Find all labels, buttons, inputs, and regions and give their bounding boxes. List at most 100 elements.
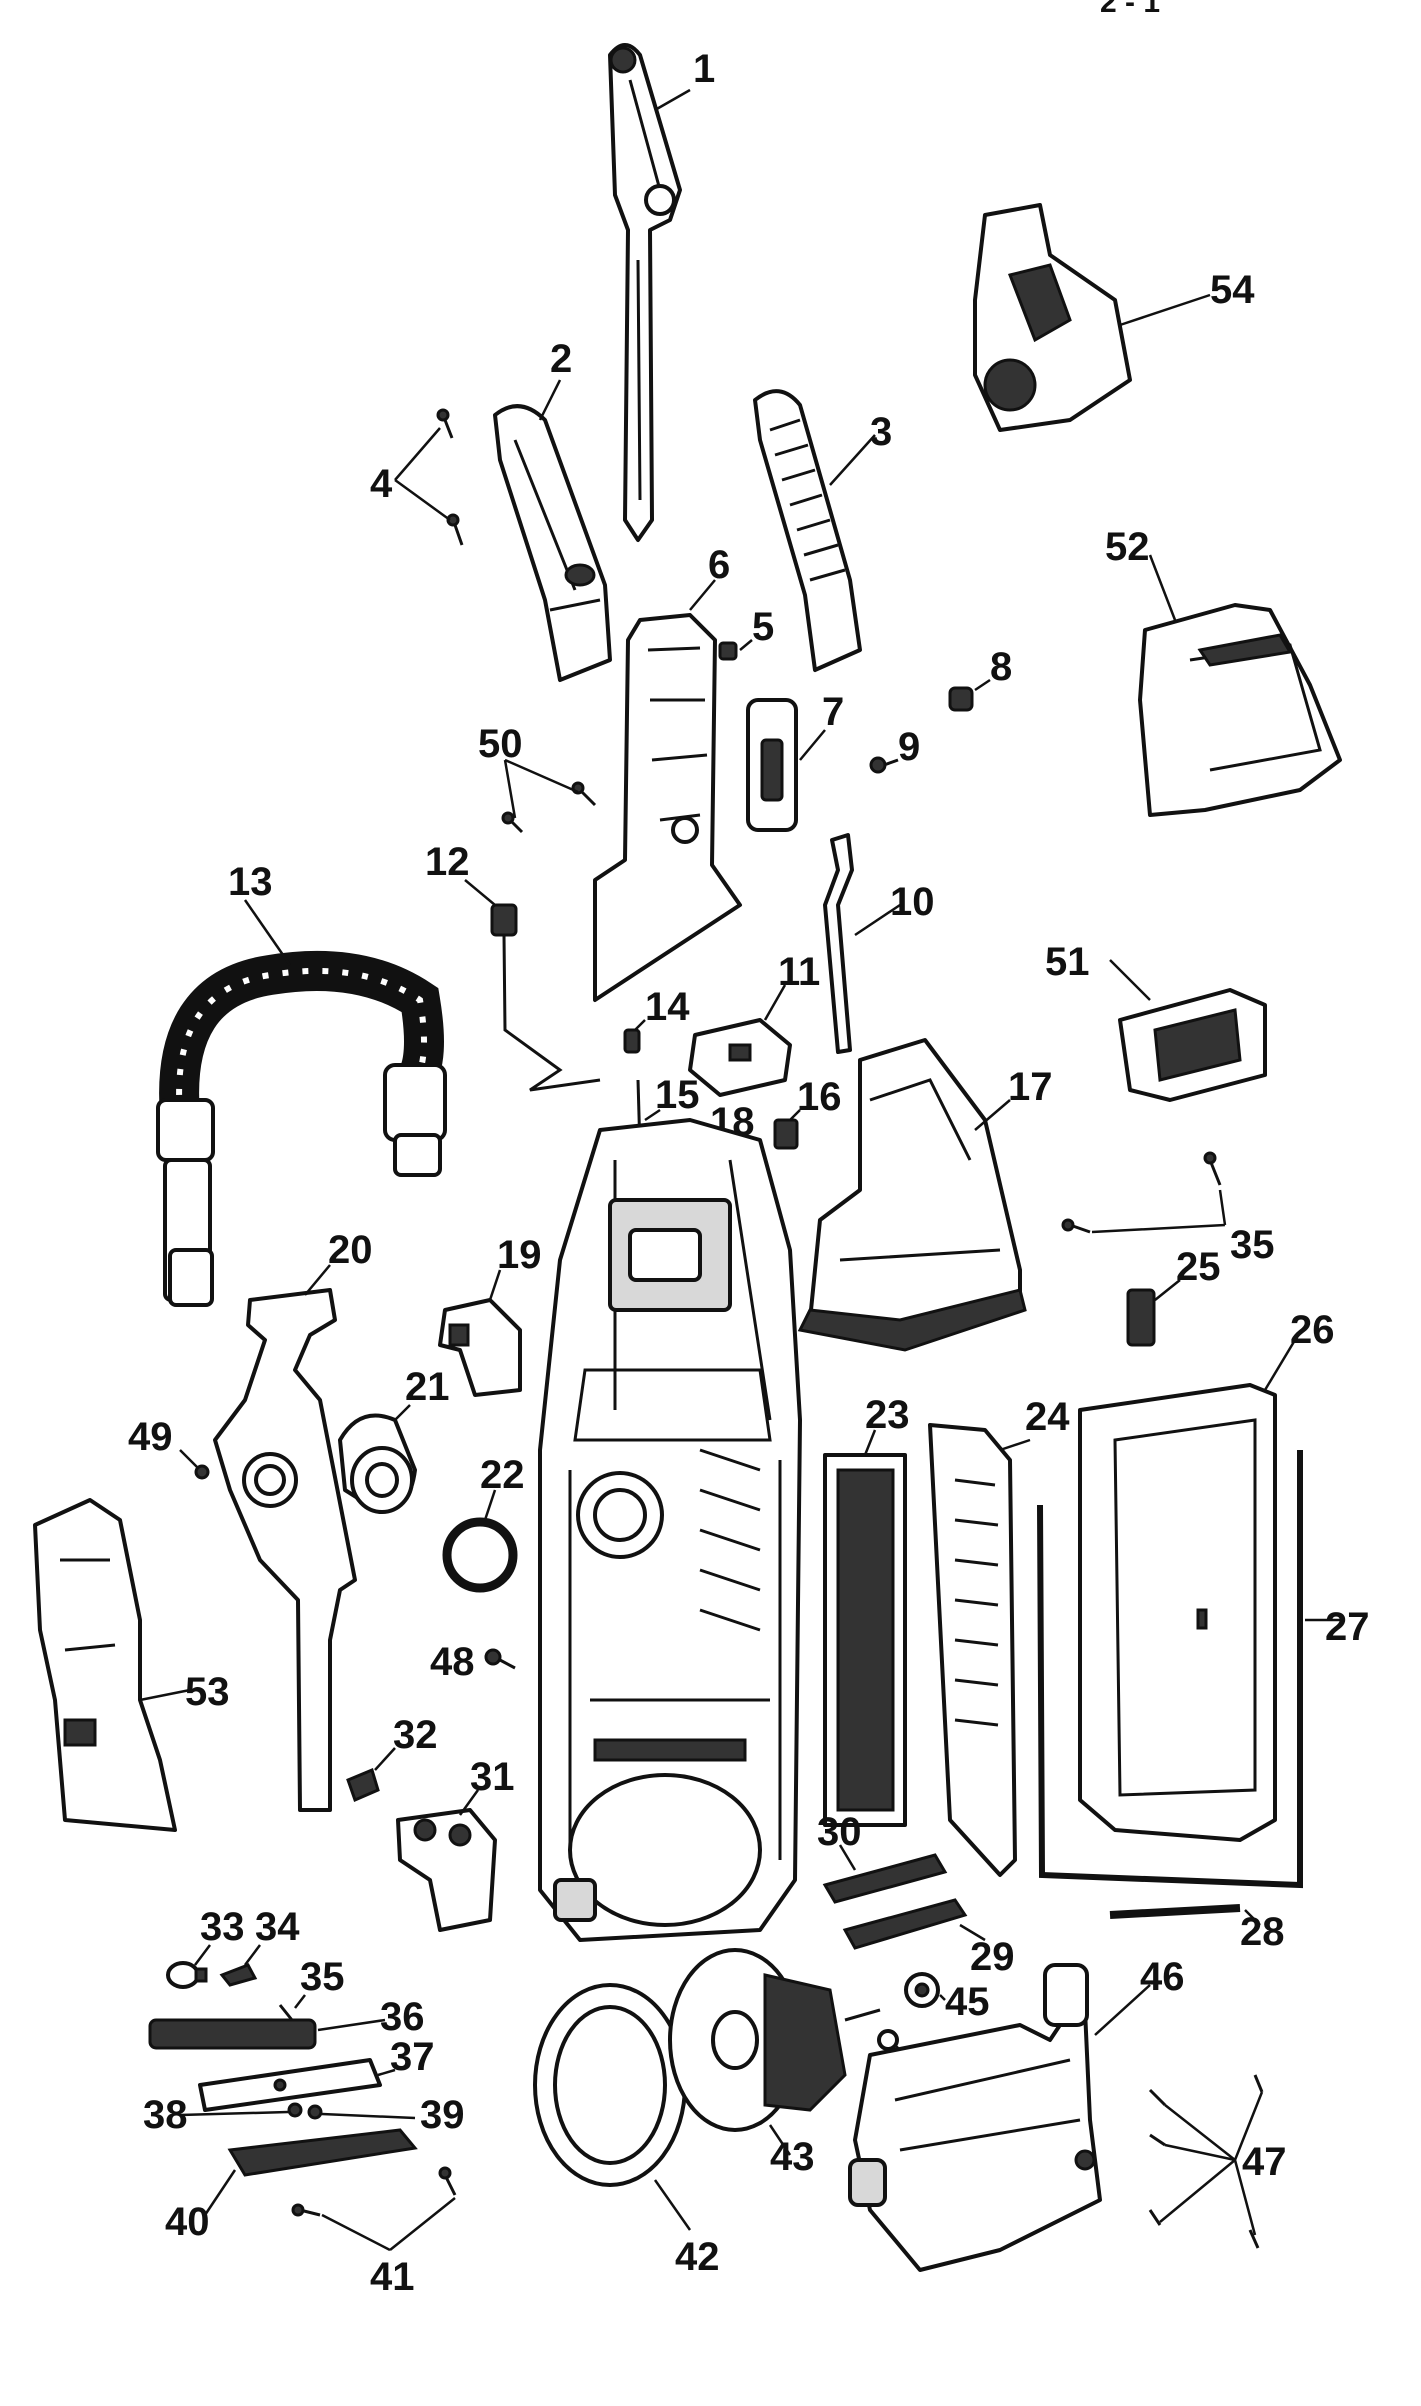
main-body-chassis xyxy=(538,1118,802,1942)
part-44-washer xyxy=(877,2029,899,2051)
part-2-handle-half xyxy=(493,404,612,682)
callout-48: 48 xyxy=(430,1640,475,1684)
part-34-lens xyxy=(219,1963,258,1987)
part-11-bracket xyxy=(688,1018,792,1097)
part-50-screws xyxy=(501,781,597,834)
callout-2: 2 xyxy=(550,337,572,381)
part-33-bulb xyxy=(166,1961,208,1989)
part-26-door xyxy=(1078,1383,1277,1842)
callout-41: 41 xyxy=(370,2255,415,2299)
callout-32: 32 xyxy=(393,1713,438,1757)
callout-51: 51 xyxy=(1045,940,1090,984)
part-8-clip xyxy=(948,686,974,712)
part-39-screw xyxy=(307,2104,323,2120)
callout-16: 16 xyxy=(797,1075,842,1119)
callout-45: 45 xyxy=(945,1980,990,2024)
part-42-motor-ring xyxy=(533,1983,687,2187)
callout-6: 6 xyxy=(708,543,730,587)
callout-50: 50 xyxy=(478,722,523,766)
callout-15: 15 xyxy=(655,1073,700,1117)
part-24-grill xyxy=(928,1423,1017,1877)
callout-42: 42 xyxy=(675,2235,720,2279)
callout-46: 46 xyxy=(1140,1955,1185,1999)
part-5-clip xyxy=(718,641,738,661)
part-30-pad xyxy=(822,1853,948,1904)
callout-17: 17 xyxy=(1008,1065,1053,1109)
callout-27: 27 xyxy=(1325,1605,1370,1649)
callout-43: 43 xyxy=(770,2135,815,2179)
callout-31: 31 xyxy=(470,1755,515,1799)
part-19-cord-holder xyxy=(438,1298,522,1397)
part-35-screw-lower xyxy=(278,2004,294,2021)
part-32-clip xyxy=(346,1767,380,1803)
part-43-motor xyxy=(668,1948,881,2132)
part-3-handle-grip xyxy=(753,389,862,672)
part-20-wand xyxy=(213,1288,357,1812)
callout-1: 1 xyxy=(693,47,715,91)
callout-21: 21 xyxy=(405,1365,450,1409)
part-52-cover xyxy=(1138,603,1342,817)
callout-13: 13 xyxy=(228,860,273,904)
part-49-screw xyxy=(194,1464,210,1480)
callout-52: 52 xyxy=(1105,525,1150,569)
callout-38: 38 xyxy=(143,2093,188,2137)
part-46-base-housing xyxy=(848,1963,1102,2272)
callout-7: 7 xyxy=(822,690,844,734)
part-9-screw xyxy=(869,756,899,774)
part-1-handle xyxy=(608,43,682,542)
part-23-filter xyxy=(823,1453,907,1827)
part-21-elbow xyxy=(338,1413,417,1514)
callout-5: 5 xyxy=(752,605,774,649)
callout-10: 10 xyxy=(890,880,935,924)
callout-37: 37 xyxy=(390,2035,435,2079)
callout-36: 36 xyxy=(380,1995,425,2039)
part-16-switch xyxy=(773,1118,799,1150)
callout-35-lower: 35 xyxy=(300,1955,345,1999)
part-40-baseplate xyxy=(227,2128,418,2177)
callout-19: 19 xyxy=(497,1233,542,1277)
part-38-screw xyxy=(287,2102,303,2118)
part-22-o-ring xyxy=(442,1517,518,1593)
part-13-hose xyxy=(156,950,447,1307)
callout-12: 12 xyxy=(425,840,470,884)
callout-30: 30 xyxy=(817,1810,862,1854)
callout-14: 14 xyxy=(645,985,690,1029)
callout-9: 9 xyxy=(898,725,920,769)
callout-11: 11 xyxy=(778,950,820,994)
callout-28: 28 xyxy=(1240,1910,1285,1954)
part-36-brushroll xyxy=(148,2018,317,2050)
callout-29: 29 xyxy=(970,1935,1015,1979)
part-14-clip xyxy=(623,1028,641,1054)
part-10-rod xyxy=(823,833,854,1054)
part-25-latch xyxy=(1126,1288,1156,1347)
part-51-module xyxy=(1118,988,1267,1102)
callout-54: 54 xyxy=(1210,268,1255,312)
callout-53: 53 xyxy=(185,1670,230,1714)
callout-34: 34 xyxy=(255,1905,300,1949)
callout-23: 23 xyxy=(865,1393,910,1437)
part-28-strip xyxy=(1109,1904,1241,1919)
part-6-handle-base xyxy=(593,613,742,1002)
callout-39: 39 xyxy=(420,2093,465,2137)
part-41-screws xyxy=(291,2166,457,2217)
part-53-side-panel xyxy=(33,1498,177,1832)
callout-25: 25 xyxy=(1176,1245,1221,1289)
callout-24: 24 xyxy=(1025,1395,1070,1439)
callout-4: 4 xyxy=(370,462,393,506)
callout-20: 20 xyxy=(328,1228,373,1272)
part-35-screws-upper xyxy=(1061,1151,1222,1234)
part-7-switch-cover xyxy=(746,698,798,832)
part-37-bumper xyxy=(198,2058,382,2112)
part-4-screws xyxy=(436,408,464,546)
callout-35-upper: 35 xyxy=(1230,1223,1275,1267)
part-47-screws xyxy=(1148,2074,1264,2249)
part-48-screw xyxy=(484,1648,516,1670)
part-17-hood xyxy=(797,1038,1027,1352)
callout-49: 49 xyxy=(128,1415,173,1459)
callout-26: 26 xyxy=(1290,1308,1335,1352)
callout-33: 33 xyxy=(200,1905,245,1949)
part-45-nut xyxy=(904,1972,940,2008)
callout-47: 47 xyxy=(1242,2140,1287,2184)
callout-22: 22 xyxy=(480,1453,525,1497)
